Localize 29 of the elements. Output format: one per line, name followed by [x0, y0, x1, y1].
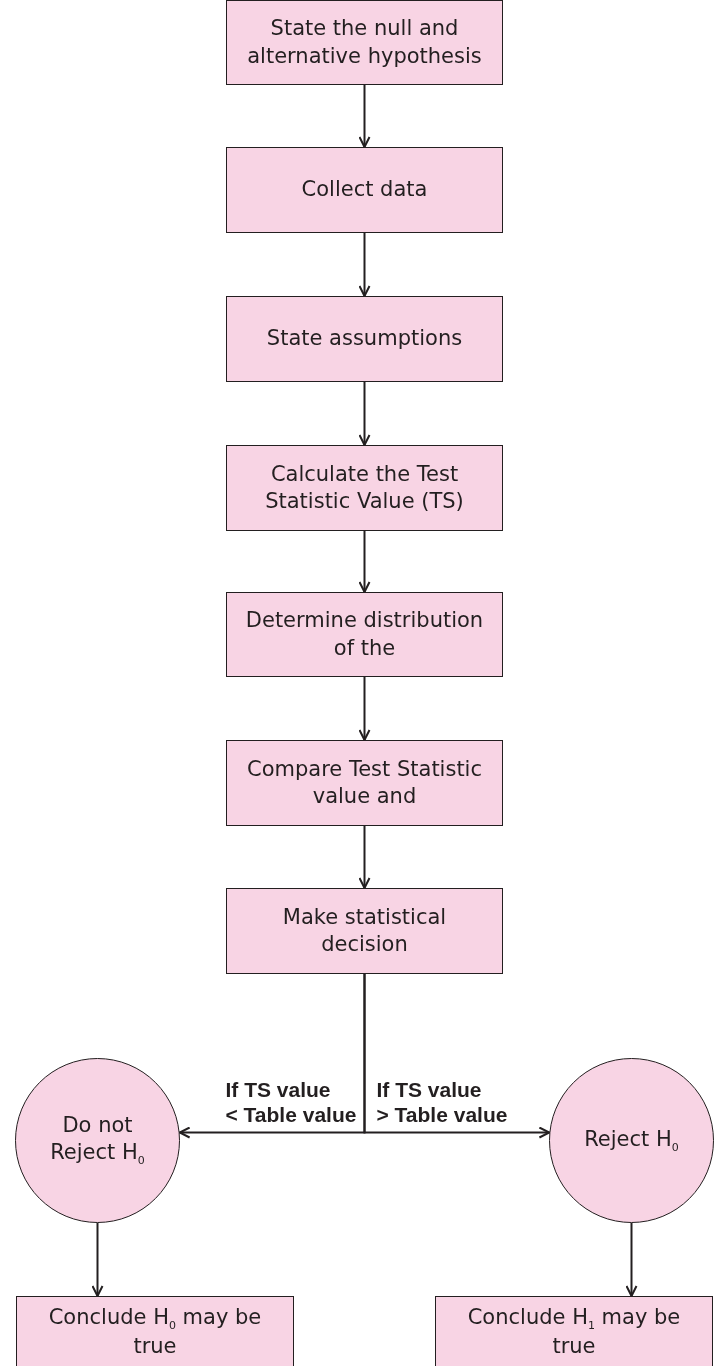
arrow [625, 1222, 638, 1297]
node-text: Do not Reject H$_{0}$ [49, 1112, 146, 1169]
process-box [226, 888, 503, 974]
arrow [358, 381, 371, 446]
process-box [226, 147, 503, 233]
process-box [435, 1296, 713, 1366]
process-box [226, 445, 503, 531]
node-text: Collect data [300, 176, 429, 204]
process-box [16, 1296, 294, 1366]
process-box [226, 296, 503, 382]
arrow [358, 530, 371, 593]
arrow [358, 84, 371, 148]
arrow [358, 825, 371, 889]
node-text: State assumptions [265, 325, 464, 353]
node-text: Make statistical decision [281, 903, 448, 958]
node-text: State the null and alternative hypothesis [246, 15, 483, 70]
node-text: Conclude H$_{1}$ may be true [466, 1303, 682, 1361]
process-box [226, 740, 503, 826]
process-box [226, 0, 503, 85]
arrow [363, 973, 551, 1139]
node-text: Compare Test Statistic value and [246, 755, 483, 810]
node-text: Conclude H$_{0}$ may be true [47, 1303, 263, 1361]
node-text: Reject H$_{0}$ [583, 1125, 680, 1156]
node-text: Calculate the Test Statistic Value (TS) [264, 460, 465, 515]
arrow [91, 1222, 104, 1297]
node-text: Determine distribution of the [244, 607, 485, 662]
arrow [358, 232, 371, 297]
process-box [226, 592, 503, 677]
arrow [358, 676, 371, 741]
